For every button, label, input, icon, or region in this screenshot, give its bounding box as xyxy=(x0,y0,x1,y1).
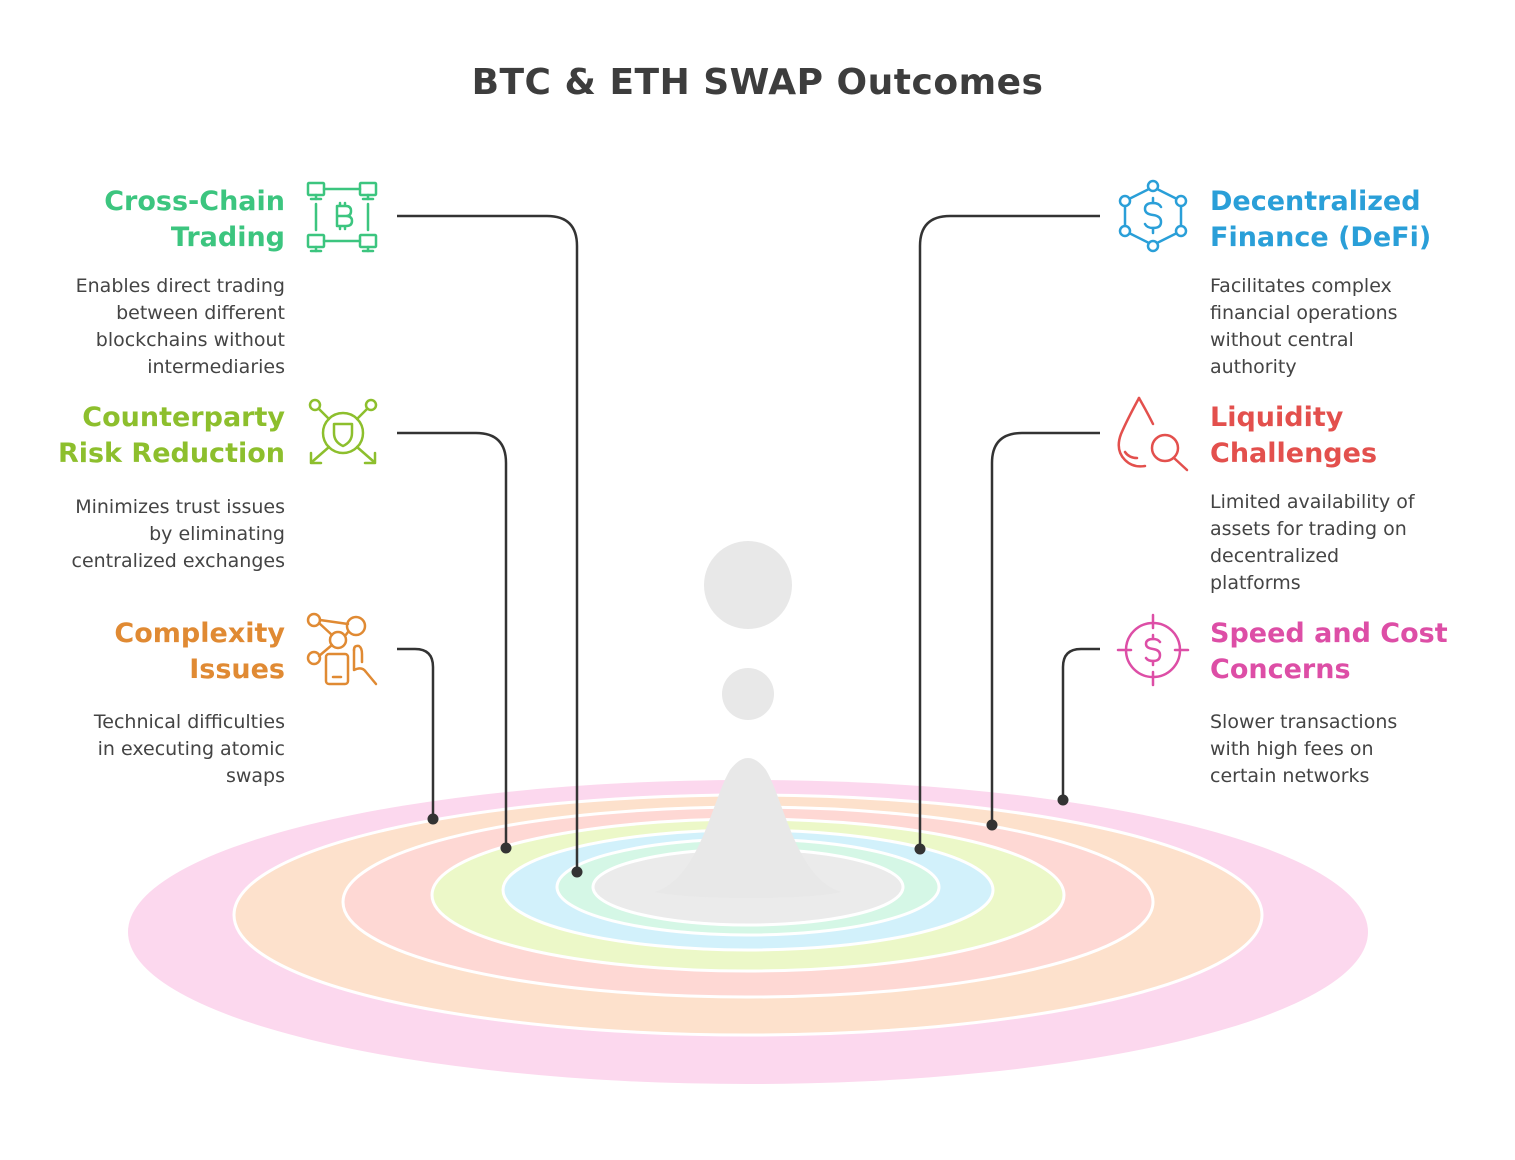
defi-heading-line2: Finance (DeFi) xyxy=(1210,222,1432,253)
speed-cost-desc-line: with high fees on xyxy=(1210,738,1374,760)
cross-chain-desc-line: Enables direct trading xyxy=(75,275,285,297)
cross-chain-heading: Cross-Chain Trading xyxy=(104,184,285,256)
defi-desc-line: without central xyxy=(1210,329,1354,351)
counterparty-heading-line2: Risk Reduction xyxy=(57,438,285,469)
counterparty-desc-line: Minimizes trust issues xyxy=(75,496,285,518)
liquidity-desc-line: Limited availability of xyxy=(1210,491,1415,513)
liquidity-desc-line: assets for trading on xyxy=(1210,518,1407,540)
dot-speed-cost xyxy=(1057,794,1069,806)
complexity-heading-line2: Issues xyxy=(189,654,285,685)
speed-cost-desc-line: Slower transactions xyxy=(1210,711,1398,733)
connector-dots xyxy=(427,794,1069,878)
cross-chain-desc-line: between different xyxy=(116,302,285,324)
connector-cross-chain xyxy=(397,214,579,872)
cross-chain-description: Enables direct trading between different… xyxy=(25,273,285,381)
dot-complexity xyxy=(427,813,439,825)
connector-speed-cost xyxy=(1061,647,1100,800)
shield-network-icon xyxy=(308,398,378,465)
drop-small xyxy=(722,668,774,720)
splash-peak xyxy=(655,758,841,898)
complexity-desc-line: in executing atomic xyxy=(97,738,285,760)
complexity-desc-line: swaps xyxy=(225,765,285,787)
complexity-heading: Complexity Issues xyxy=(114,616,285,688)
liquidity-desc-line: platforms xyxy=(1210,572,1301,594)
defi-desc-line: financial operations xyxy=(1210,302,1398,324)
complexity-desc-line: Technical difficulties xyxy=(93,711,285,733)
liquidity-heading: Liquidity Challenges xyxy=(1210,400,1377,472)
connector-defi xyxy=(918,214,1100,849)
counterparty-desc-line: centralized exchanges xyxy=(71,550,286,572)
speed-cost-heading-line2: Concerns xyxy=(1210,654,1351,685)
cross-chain-desc-line: blockchains without xyxy=(95,329,285,351)
drop-magnifier-icon xyxy=(1117,396,1189,472)
page-title: BTC & ETH SWAP Outcomes xyxy=(471,62,1044,103)
blockchain-bitcoin-icon xyxy=(306,181,378,253)
defi-desc-line: Facilitates complex xyxy=(1210,275,1392,297)
counterparty-desc-line: by eliminating xyxy=(149,523,285,545)
speed-cost-description: Slower transactions with high fees on ce… xyxy=(1210,709,1470,790)
dot-counterparty xyxy=(500,842,512,854)
dot-cross-chain xyxy=(571,866,583,878)
defi-desc-line: authority xyxy=(1210,356,1297,378)
speed-cost-desc-line: certain networks xyxy=(1210,765,1370,787)
counterparty-description: Minimizes trust issues by eliminating ce… xyxy=(25,494,286,575)
defi-description: Facilitates complex financial operations… xyxy=(1210,273,1470,381)
liquidity-desc-line: decentralized xyxy=(1210,545,1340,567)
counterparty-heading: Counterparty Risk Reduction xyxy=(58,400,285,472)
counterparty-heading-line1: Counterparty xyxy=(82,402,285,433)
liquidity-heading-line2: Challenges xyxy=(1210,438,1378,469)
cross-chain-heading-line2: Trading xyxy=(170,222,285,253)
dot-liquidity xyxy=(986,819,998,831)
speed-cost-heading: Speed and Cost Concerns xyxy=(1210,616,1448,688)
drop-large xyxy=(704,541,792,629)
defi-heading: Decentralized Finance (DeFi) xyxy=(1210,184,1431,256)
complexity-description: Technical difficulties in executing atom… xyxy=(25,709,285,790)
connector-complexity xyxy=(397,647,435,819)
cross-chain-heading-line1: Cross-Chain xyxy=(104,186,285,217)
dollar-hexagon-network-icon xyxy=(1118,179,1188,253)
network-touch-icon xyxy=(306,612,378,686)
dollar-target-icon xyxy=(1116,613,1190,687)
liquidity-heading-line1: Liquidity xyxy=(1210,402,1344,433)
connector-liquidity xyxy=(990,431,1100,825)
defi-heading-line1: Decentralized xyxy=(1210,186,1421,217)
dot-defi xyxy=(914,843,926,855)
cross-chain-desc-line: intermediaries xyxy=(147,356,285,378)
liquidity-description: Limited availability of assets for tradi… xyxy=(1210,489,1470,597)
speed-cost-heading-line1: Speed and Cost xyxy=(1210,618,1448,649)
connector-counterparty xyxy=(397,431,508,848)
connector-lines xyxy=(397,214,1100,872)
complexity-heading-line1: Complexity xyxy=(114,618,285,649)
